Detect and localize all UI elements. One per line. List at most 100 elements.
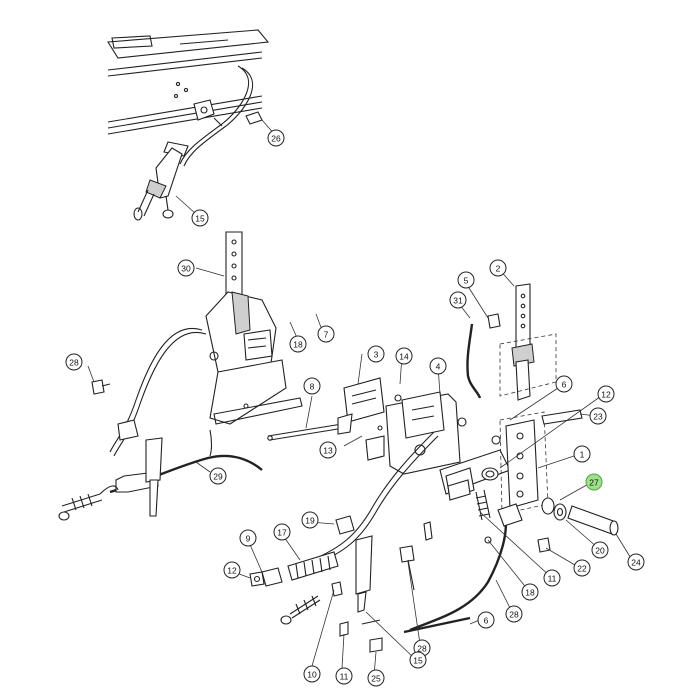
callout-1: 1 (573, 445, 591, 463)
callout-number: 31 (453, 296, 463, 306)
callout-number: 18 (293, 340, 303, 350)
callout-number: 1 (580, 450, 585, 460)
callout-circle (627, 553, 645, 571)
callout-circle (573, 445, 591, 463)
callout-number: 28 (69, 358, 79, 368)
callout-circle (457, 271, 475, 289)
callout-2: 2 (489, 259, 507, 277)
callout-6: 6 (477, 611, 495, 629)
callout-circle (585, 473, 603, 491)
left-pedal-assembly (58, 231, 303, 521)
callout-18: 18 (289, 335, 307, 353)
callout-25: 25 (367, 669, 385, 687)
callout-circle (489, 259, 507, 277)
callout-circle (177, 259, 195, 277)
callout-circle (591, 541, 609, 559)
callout-number: 14 (399, 352, 409, 362)
callout-22: 22 (573, 559, 591, 577)
callout-circle (273, 523, 291, 541)
callout-circle (303, 377, 321, 395)
callout-12: 12 (223, 561, 241, 579)
callout-31: 31 (449, 291, 467, 309)
callout-circle (555, 375, 573, 393)
callout-circle (191, 209, 209, 227)
callout-28: 28 (505, 605, 523, 623)
callout-circle (289, 335, 307, 353)
bottom-left-parts (249, 515, 415, 653)
callout-number: 17 (277, 528, 287, 538)
callout-10: 10 (303, 665, 321, 683)
callout-29: 29 (209, 467, 227, 485)
callout-circle (449, 291, 467, 309)
callout-number: 5 (464, 276, 469, 286)
callout-number: 7 (324, 330, 329, 340)
callout-circle (505, 605, 523, 623)
callout-number: 6 (562, 380, 567, 390)
callout-number: 15 (195, 214, 205, 224)
center-cable (311, 431, 439, 565)
callout-number: 6 (484, 616, 489, 626)
callout-circle (319, 441, 337, 459)
callout-circle (239, 529, 257, 547)
callout-circle (477, 611, 495, 629)
callout-circle (367, 345, 385, 363)
callout-number: 12 (601, 390, 611, 400)
callout-19: 19 (301, 511, 319, 529)
callout-number: 29 (213, 472, 223, 482)
callout-circle (597, 385, 615, 403)
callout-number: 11 (548, 574, 557, 584)
callout-9: 9 (239, 529, 257, 547)
callout-26: 26 (267, 129, 285, 147)
callout-6: 6 (555, 375, 573, 393)
callout-11: 11 (335, 667, 353, 685)
callout-23: 23 (589, 407, 607, 425)
callout-number: 13 (323, 446, 333, 456)
callout-number: 30 (181, 264, 191, 274)
callout-11: 11 (543, 569, 561, 587)
callout-12: 12 (597, 385, 615, 403)
callout-circle (543, 569, 561, 587)
callout-circle (521, 583, 539, 601)
callout-circle (589, 407, 607, 425)
callout-number: 23 (593, 412, 603, 422)
callout-number: 12 (227, 566, 237, 576)
callout-15: 15 (409, 651, 427, 669)
callout-circle (301, 511, 319, 529)
callout-circle (367, 669, 385, 687)
callout-14: 14 (395, 347, 413, 365)
callout-8: 8 (303, 377, 321, 395)
callout-circle (573, 559, 591, 577)
callout-number: 2 (496, 264, 501, 274)
callout-circle (409, 651, 427, 669)
callout-4: 4 (429, 357, 447, 375)
callout-30: 30 (177, 259, 195, 277)
callout-circle (335, 667, 353, 685)
callout-number: 8 (310, 382, 315, 392)
callout-number: 15 (413, 656, 423, 666)
callout-circle (65, 353, 83, 371)
center-bracket-assembly (337, 377, 511, 499)
callout-13: 13 (319, 441, 337, 459)
callout-number: 10 (307, 670, 317, 680)
callout-circle (267, 129, 285, 147)
callout-15: 15 (191, 209, 209, 227)
callout-28: 28 (65, 353, 83, 371)
callout-number: 28 (417, 644, 427, 654)
callout-number: 25 (371, 674, 381, 684)
callout-number: 22 (577, 564, 587, 574)
callout-circle (209, 467, 227, 485)
callout-7: 7 (317, 325, 335, 343)
callout-number: 27 (589, 478, 599, 488)
callout-number: 11 (340, 672, 349, 682)
callout-number: 20 (595, 546, 605, 556)
callout-number: 4 (436, 362, 441, 372)
callout-24: 24 (627, 553, 645, 571)
inset-frame-detail (107, 29, 270, 221)
callout-circle (429, 357, 447, 375)
callout-20: 20 (591, 541, 609, 559)
callout-circle (223, 561, 241, 579)
callout-circle (303, 665, 321, 683)
callout-number: 19 (305, 516, 315, 526)
